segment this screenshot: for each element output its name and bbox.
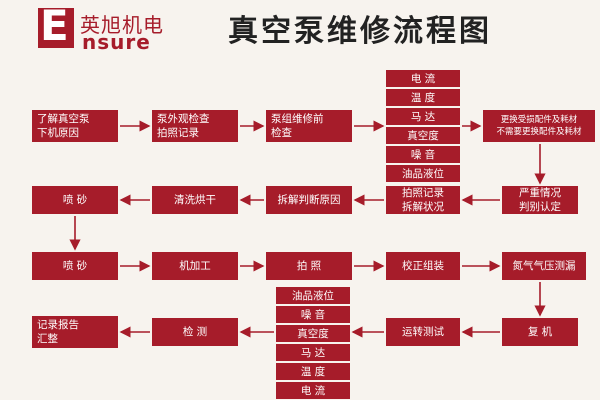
page-title: 真空泵维修流程图 — [228, 14, 492, 49]
step-calibrate-assemble: 校正组装 — [386, 252, 460, 280]
logo-mark — [38, 8, 74, 48]
step-reason: 了解真空泵 下机原因 — [32, 110, 118, 142]
logo-letter: E — [40, 1, 69, 50]
step-clean-dry: 清洗烘干 — [152, 186, 238, 214]
step-exterior-check: 泵外观检查 拍照记录 — [152, 110, 238, 142]
step-sandblast-1: 喷 砂 — [32, 186, 118, 214]
step-sandblast-2: 喷 砂 — [32, 252, 118, 280]
step-inspect: 检 测 — [152, 318, 238, 346]
step-restart: 复 机 — [502, 318, 578, 346]
logo-chinese-name: 英旭机电 — [80, 13, 164, 37]
brand-logo: E 英旭机电 nsure — [38, 1, 188, 54]
check-item: 真空度 — [276, 325, 350, 342]
step-severity: 严重情况 判别认定 — [502, 186, 578, 214]
check-item: 噪 音 — [386, 146, 460, 163]
step-photo-disassembly: 拍照记录 拆解状况 — [386, 186, 460, 214]
step-machining: 机加工 — [152, 252, 238, 280]
logo-english-name: nsure — [82, 30, 151, 54]
check-item: 油品液位 — [386, 165, 460, 182]
check-item: 马 达 — [276, 344, 350, 361]
step-pre-repair-check: 泵组维修前 检查 — [266, 110, 352, 142]
step-run-test: 运转测试 — [386, 318, 460, 346]
check-item: 噪 音 — [276, 306, 350, 323]
check-item: 油品液位 — [276, 287, 350, 304]
step-report: 记录报告 汇整 — [32, 316, 118, 348]
check-item: 温 度 — [386, 89, 460, 106]
check-item: 真空度 — [386, 127, 460, 144]
step-disassemble-cause: 拆解判断原因 — [266, 186, 352, 214]
check-item: 温 度 — [276, 363, 350, 380]
check-item: 电 流 — [386, 70, 460, 87]
step-leak-test: 氮气气压测漏 — [502, 252, 586, 280]
check-item: 电 流 — [276, 382, 350, 399]
step-replace-parts: 更换受损配件及耗材 不需要更换配件及耗材 — [483, 110, 595, 142]
check-item: 马 达 — [386, 108, 460, 125]
step-photo: 拍 照 — [266, 252, 352, 280]
